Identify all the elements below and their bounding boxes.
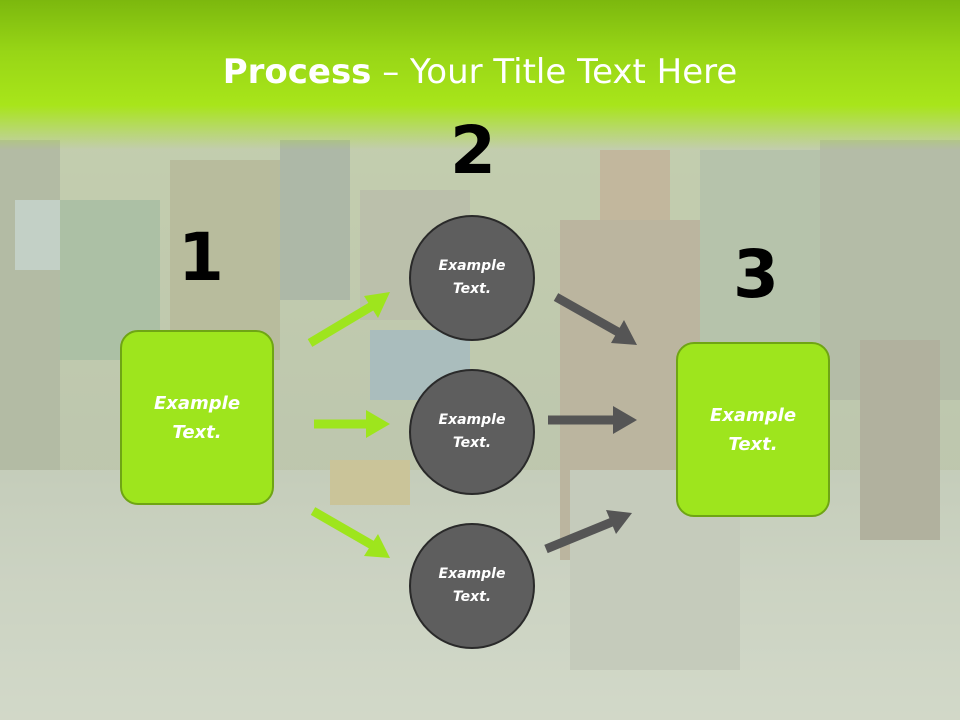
step-1-text-line2: Text.: [172, 421, 222, 443]
arrow-right-down-icon: [553, 293, 637, 345]
arrow-right-icon: [314, 410, 390, 438]
title-bar: [0, 0, 960, 150]
title-bold: Process: [222, 52, 372, 92]
circle-text-line2: Text.: [452, 281, 492, 297]
step-1-box: Example Text.: [120, 330, 274, 505]
circle-text-line2: Text.: [452, 435, 492, 451]
title-rest: – Your Title Text Here: [371, 52, 738, 92]
arrow-right-up-icon: [544, 510, 632, 554]
arrow-right-down-icon: [310, 507, 390, 558]
circle-text-line1: Example: [438, 412, 506, 428]
step-number-1: 1: [178, 219, 224, 296]
step-1-text-line1: Example: [153, 392, 241, 414]
arrow-right-up-icon: [307, 292, 390, 347]
step-3-text-line1: Example: [709, 404, 797, 426]
step-number-3: 3: [733, 236, 779, 313]
step-number-2: 2: [450, 112, 496, 189]
circle-text-line2: Text.: [452, 589, 492, 605]
circle-text-line1: Example: [438, 566, 506, 582]
step-3-text-line2: Text.: [728, 433, 778, 455]
step-2-circle-top: Example Text.: [409, 215, 535, 341]
step-3-box: Example Text.: [676, 342, 830, 517]
circle-text-line1: Example: [438, 258, 506, 274]
step-2-circle-bottom: Example Text.: [409, 523, 535, 649]
arrow-right-icon: [548, 406, 637, 434]
step-2-circle-middle: Example Text.: [409, 369, 535, 495]
slide-title: Process – Your Title Text Here: [0, 52, 960, 92]
